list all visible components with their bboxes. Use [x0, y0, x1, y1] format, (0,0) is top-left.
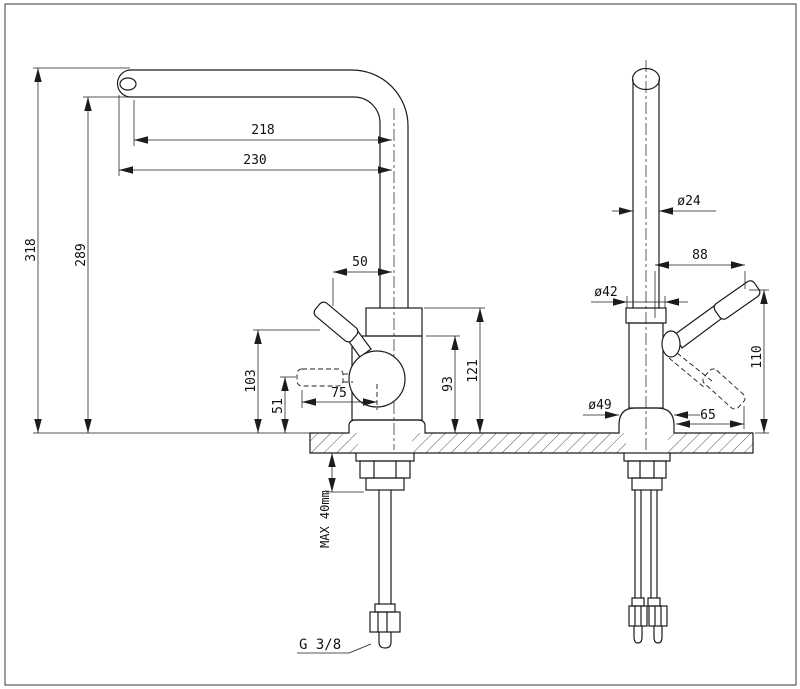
- dim-75: 75: [301, 386, 377, 408]
- shank-collar: [631, 477, 663, 491]
- dim-218: 218: [133, 100, 392, 146]
- hose-tip: [633, 625, 643, 644]
- dim-label-93: 93: [441, 376, 456, 392]
- dim-max40: MAX 40mm: [318, 453, 364, 548]
- dim-121: 121: [424, 307, 485, 433]
- dim-label-51: 51: [271, 398, 286, 414]
- dim-label-230: 230: [243, 153, 266, 168]
- spout-cap: [631, 67, 661, 91]
- side-base-flange: [348, 419, 426, 434]
- dim-label-dia49: ø49: [588, 398, 611, 413]
- dim-label-max40: MAX 40mm: [318, 490, 332, 548]
- dim-dia42: ø42: [591, 285, 688, 308]
- dim-88: 88: [654, 248, 746, 318]
- dim-dia49: ø49: [583, 398, 700, 419]
- dim-dia24: ø24: [612, 194, 716, 215]
- front-undercounter: [623, 452, 671, 644]
- front-spout-column: [631, 67, 661, 309]
- handle-knob: [713, 280, 761, 320]
- sheet-border: [4, 3, 797, 686]
- dim-label-289: 289: [74, 243, 89, 266]
- dim-label-110: 110: [750, 345, 765, 368]
- countertop: [309, 432, 754, 454]
- dim-label-121: 121: [466, 359, 481, 382]
- label-thread-g38: G 3/8: [297, 637, 372, 654]
- front-handle: [661, 280, 761, 410]
- dim-93: 93: [426, 335, 460, 433]
- dim-110: 110: [749, 289, 769, 434]
- dim-label-65: 65: [700, 408, 716, 423]
- dim-label-dia42: ø42: [594, 285, 617, 300]
- dim-label-dia24: ø24: [677, 194, 701, 209]
- hose-tip: [378, 631, 392, 649]
- dim-label-75: 75: [331, 386, 347, 401]
- aerator-icon: [119, 77, 137, 91]
- dim-318: 318: [24, 67, 130, 433]
- hose-collar: [374, 603, 396, 613]
- dim-230: 230: [118, 95, 392, 176]
- front-base-flange: [618, 407, 675, 434]
- dim-label-103: 103: [244, 369, 259, 392]
- spout-tip: [116, 69, 132, 98]
- hose-nut: [628, 605, 648, 627]
- handle-knob-alt: [702, 368, 746, 410]
- dim-label-88: 88: [692, 248, 708, 263]
- dim-65: 65: [676, 406, 745, 429]
- hose-tip: [653, 625, 663, 644]
- side-undercounter: [355, 452, 415, 649]
- front-body: [618, 307, 675, 434]
- thread-label: G 3/8: [299, 637, 341, 653]
- washer: [623, 452, 671, 462]
- dim-50: 50: [332, 255, 392, 306]
- ball-joint: [348, 350, 406, 408]
- side-handle-alt-position: [296, 368, 378, 410]
- mounting-nut: [627, 460, 667, 479]
- side-handle-grip: [313, 301, 359, 343]
- dim-label-318: 318: [24, 238, 39, 261]
- hose-nut: [369, 611, 401, 633]
- mounting-nut: [359, 460, 411, 479]
- side-view: [116, 69, 426, 649]
- dim-label-50: 50: [352, 255, 368, 270]
- washer: [355, 452, 415, 462]
- dim-289: 289: [74, 96, 129, 433]
- front-view: [618, 60, 761, 644]
- dimensions: 218 230 318 289 50 103: [24, 67, 769, 654]
- shank-collar: [365, 477, 405, 491]
- dim-label-218: 218: [251, 123, 274, 138]
- hose-nut: [648, 605, 668, 627]
- dim-103: 103: [244, 329, 320, 433]
- side-body: [313, 301, 426, 434]
- dim-51: 51: [271, 376, 296, 433]
- handle-pivot: [661, 330, 681, 358]
- side-spout: [116, 69, 409, 309]
